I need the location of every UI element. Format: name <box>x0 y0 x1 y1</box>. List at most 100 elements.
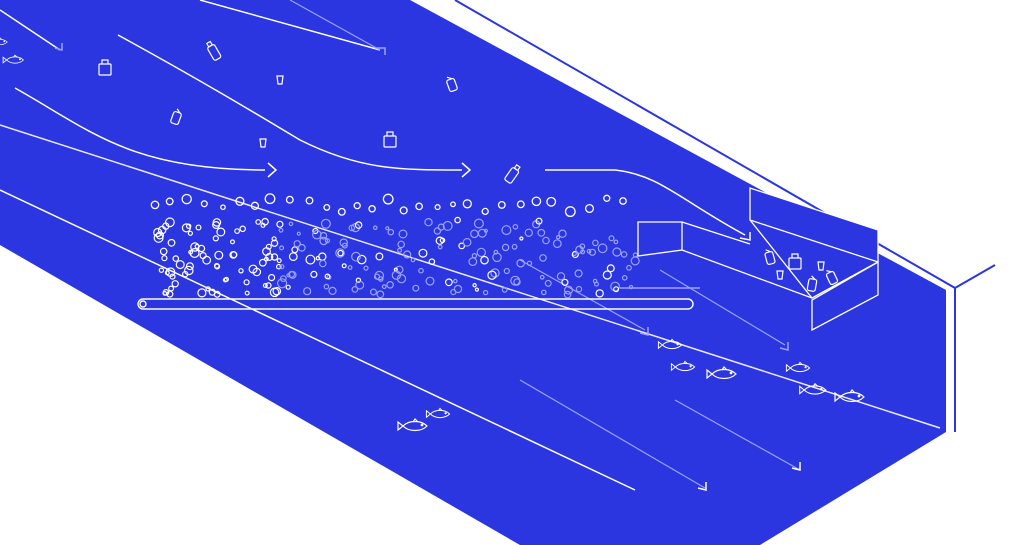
bubble-icon <box>619 197 627 205</box>
bubble-icon <box>335 248 345 258</box>
bubble-icon <box>418 248 428 258</box>
bubble-icon <box>621 274 628 281</box>
flow-line-2 <box>117 34 463 171</box>
bubble-icon <box>305 254 316 265</box>
fish-icon <box>785 361 811 373</box>
bubble-icon <box>250 201 260 210</box>
bubble-icon <box>166 290 174 298</box>
bubble-icon <box>288 221 294 227</box>
flow-line-4 <box>199 0 381 51</box>
bubble-icon <box>341 242 348 249</box>
bubble-icon <box>620 251 628 258</box>
bubble-icon <box>397 240 406 249</box>
bubble-icon <box>433 227 442 235</box>
bubble-icon <box>285 284 291 290</box>
bubble-icon <box>474 287 479 292</box>
bubble-icon <box>580 249 586 255</box>
bubble-icon <box>161 255 168 262</box>
bubble-icon <box>450 201 456 208</box>
bubble-icon <box>212 221 221 230</box>
bubble-icon <box>255 219 262 225</box>
bubble-icon <box>238 268 244 274</box>
bubble-icon <box>595 289 604 298</box>
bubble-icon <box>540 289 547 296</box>
bubble-icon <box>555 234 561 240</box>
bubble-icon <box>428 258 436 266</box>
bubble-icon <box>363 265 369 271</box>
cup-icon <box>276 75 284 85</box>
bubble-icon <box>165 197 174 206</box>
bubble-icon <box>214 250 224 260</box>
bubble-icon <box>272 286 282 296</box>
can-icon <box>170 108 182 126</box>
bubble-icon <box>375 252 384 261</box>
intake-box <box>637 221 683 257</box>
bubble-icon <box>320 218 331 229</box>
bubble-icon <box>579 243 586 250</box>
bubble-icon <box>370 288 378 296</box>
bubble-icon <box>437 223 445 231</box>
bubble-icon <box>626 264 632 271</box>
bubble-icon <box>171 280 179 288</box>
bubble-icon <box>535 217 543 225</box>
bubble-icon <box>472 283 477 288</box>
bag-icon <box>98 59 112 76</box>
bubble-icon <box>222 277 228 283</box>
bubble-icon <box>597 243 608 254</box>
bubble-icon <box>288 270 296 278</box>
flow-line-5 <box>0 9 61 51</box>
bubble-icon <box>386 280 394 289</box>
bubble-icon <box>452 278 458 284</box>
bubble-icon <box>164 217 175 228</box>
bubble-icon <box>574 269 583 278</box>
bubble-icon <box>516 200 525 209</box>
fish-icon <box>2 54 24 64</box>
bubble-icon <box>337 249 344 257</box>
bubble-icon <box>434 204 441 211</box>
bubble-icon <box>157 225 167 235</box>
bubble-icon <box>395 265 404 274</box>
bubble-icon <box>603 194 611 202</box>
bubble-icon <box>544 279 552 287</box>
bubble-icon <box>158 267 165 273</box>
bubble-icon <box>381 284 387 290</box>
bubble-icon <box>324 238 330 244</box>
bubble-icon <box>412 284 420 292</box>
bubble-icon <box>511 243 518 250</box>
chevron-down-icon <box>375 47 386 55</box>
bubble-icon <box>425 276 435 286</box>
bubble-icon <box>260 222 266 228</box>
bubble-icon <box>524 228 534 237</box>
bubble-icon <box>387 228 395 236</box>
bubble-icon <box>270 239 279 247</box>
bubble-icon <box>188 249 194 255</box>
cup-icon <box>259 138 267 148</box>
bubble-icon <box>297 243 306 252</box>
bubble-icon <box>216 227 226 237</box>
bag-icon <box>788 253 802 270</box>
bubble-icon <box>372 225 378 231</box>
bubble-icon <box>356 254 367 265</box>
chevron-down-icon <box>697 482 707 491</box>
bubble-icon <box>175 260 185 270</box>
bubble-icon <box>275 263 282 270</box>
bubble-icon <box>326 274 332 280</box>
bubble-icon <box>187 230 193 236</box>
bubble-icon <box>563 290 572 299</box>
bubble-icon <box>235 196 245 206</box>
bubble-icon <box>437 244 443 250</box>
bubble-icon <box>172 255 180 262</box>
bubble-icon <box>516 258 526 268</box>
bubble-icon <box>442 220 453 231</box>
bubble-icon <box>563 285 573 295</box>
bubble-icon <box>278 227 284 233</box>
bubble-icon <box>167 238 176 247</box>
bubble-icon <box>214 263 221 270</box>
bubble-icon <box>539 254 547 262</box>
fish-icon <box>706 366 737 380</box>
bank-line-2 <box>0 189 636 491</box>
can-icon <box>764 249 776 265</box>
bubble-icon <box>501 225 512 236</box>
chevron-right-icon <box>461 162 472 178</box>
bubble-icon <box>482 289 489 296</box>
